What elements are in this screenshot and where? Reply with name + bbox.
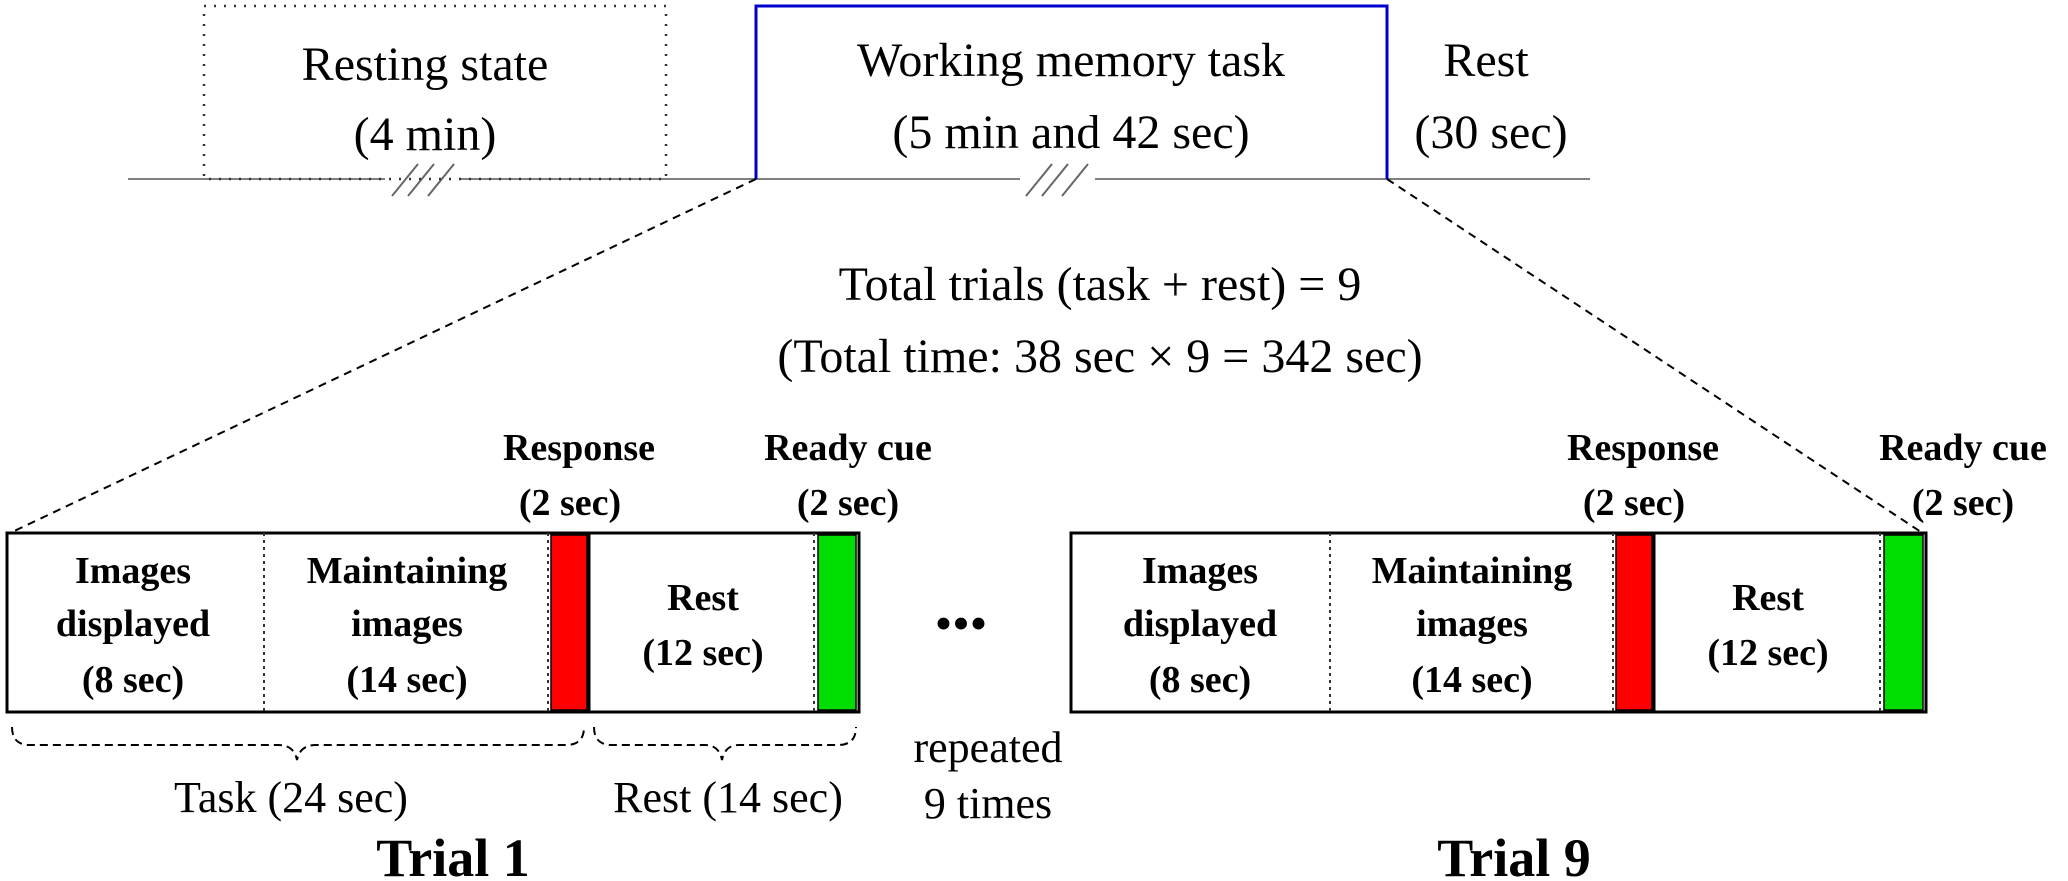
working-memory-task-duration: (5 min and 42 sec) (892, 106, 1249, 159)
rest-brace (593, 726, 857, 761)
ready-cue-label: Ready cue (1879, 427, 2047, 469)
images-displayed-label: displayed (56, 603, 210, 645)
rest-duration: (12 sec) (642, 632, 763, 674)
response-bar (1615, 534, 1653, 711)
ready-cue-duration: (2 sec) (797, 482, 899, 524)
working-memory-task-box (754, 4, 1389, 179)
task-brace (11, 726, 585, 761)
maintaining-images-duration: (14 sec) (1411, 659, 1532, 701)
resting-state-box (202, 4, 668, 181)
ready-cue-duration: (2 sec) (1912, 482, 2014, 524)
images-displayed-label: Images (1142, 550, 1258, 592)
zoom-line-right (1386, 178, 1925, 535)
rest-label: Rest (1732, 577, 1804, 619)
maintaining-images-label: Maintaining (1372, 550, 1573, 592)
rest-label: Rest (667, 577, 739, 619)
break-symbol-mid (1025, 163, 1089, 197)
task-duration-label: Task (24 sec) (174, 773, 408, 822)
rest-duration: (12 sec) (1707, 632, 1828, 674)
response-duration: (2 sec) (519, 482, 621, 524)
timeline: Resting state (4 min) Working memory tas… (128, 4, 1590, 197)
trial-9: Response (2 sec) Ready cue (2 sec) Image… (1069, 427, 2047, 881)
maintaining-images-label: images (1416, 603, 1528, 645)
working-memory-task-label: Working memory task (857, 34, 1285, 87)
total-trials-text: Total trials (task + rest) = 9 (839, 258, 1362, 311)
images-displayed-label: displayed (1123, 603, 1277, 645)
trial-1-frame (5, 531, 861, 714)
maintaining-images-label: Maintaining (307, 550, 508, 592)
rest-duration-label: Rest (14 sec) (613, 773, 843, 822)
ready-cue-label: Ready cue (764, 427, 932, 469)
response-label: Response (1567, 427, 1719, 469)
images-displayed-label: Images (75, 550, 191, 592)
images-displayed-duration: (8 sec) (82, 659, 184, 701)
total-time-text: (Total time: 38 sec × 9 = 342 sec) (777, 330, 1422, 383)
final-rest-label: Rest (1443, 34, 1529, 87)
resting-state-duration: (4 min) (354, 108, 497, 161)
repeated-times-label: 9 times (924, 779, 1052, 828)
ready-cue-bar (817, 534, 857, 711)
images-displayed-duration: (8 sec) (1149, 659, 1251, 701)
response-duration: (2 sec) (1583, 482, 1685, 524)
trial-9-title: Trial 9 (1437, 828, 1590, 881)
ready-cue-bar (1883, 534, 1924, 711)
trial-9-frame (1069, 531, 1928, 714)
ellipsis-dots: ••• (935, 595, 988, 651)
break-symbol-left (391, 163, 455, 197)
maintaining-images-label: images (351, 603, 463, 645)
trial-1-title: Trial 1 (376, 828, 529, 881)
final-rest-duration: (30 sec) (1414, 106, 1567, 159)
maintaining-images-duration: (14 sec) (346, 659, 467, 701)
trial-1: Response (2 sec) Ready cue (2 sec) Image… (5, 427, 932, 881)
response-label: Response (503, 427, 655, 469)
response-bar (550, 534, 588, 711)
repeated-label: repeated (914, 723, 1063, 772)
zoom-line-left (7, 178, 757, 535)
resting-state-label: Resting state (302, 38, 549, 91)
